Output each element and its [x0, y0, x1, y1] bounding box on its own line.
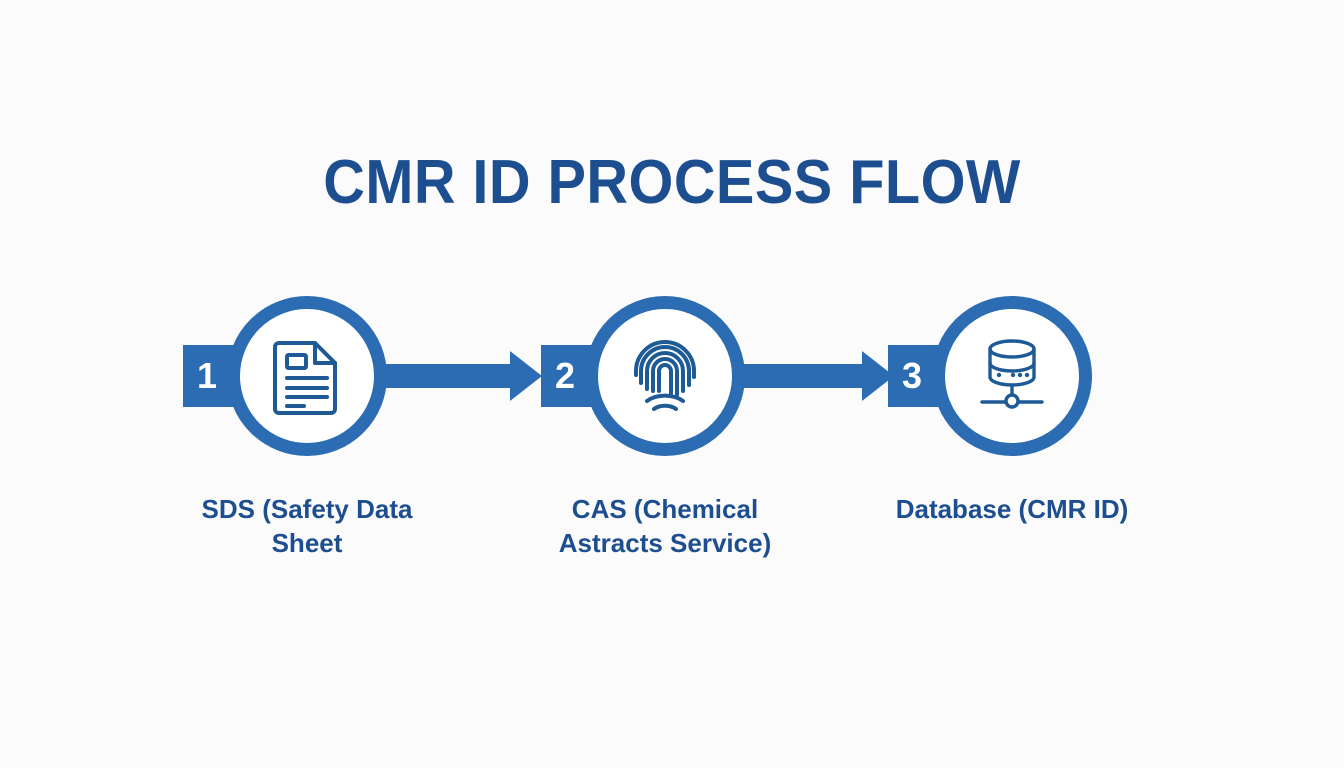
database-icon: [932, 296, 1092, 456]
document-icon: [227, 296, 387, 456]
arrow-step1-to-step2: [360, 351, 542, 401]
fingerprint-icon: [585, 296, 745, 456]
step-label-3: Database (CMR ID): [895, 494, 1129, 524]
step-label-1: SDS (Safety Data Sheet: [201, 494, 413, 559]
step-labels-row: SDS (Safety Data Sheet CAS (Chemical Ast…: [0, 492, 1344, 582]
process-flow-row: 1 2: [0, 296, 1344, 456]
page-title: CMR ID PROCESS FLOW: [323, 148, 1021, 217]
process-step-2[interactable]: 2: [541, 296, 745, 456]
process-step-3[interactable]: 3: [888, 296, 1092, 456]
arrow-head-icon: [510, 351, 542, 401]
step-label-2: CAS (Chemical Astracts Service): [558, 494, 772, 559]
process-step-1[interactable]: 1: [183, 296, 387, 456]
